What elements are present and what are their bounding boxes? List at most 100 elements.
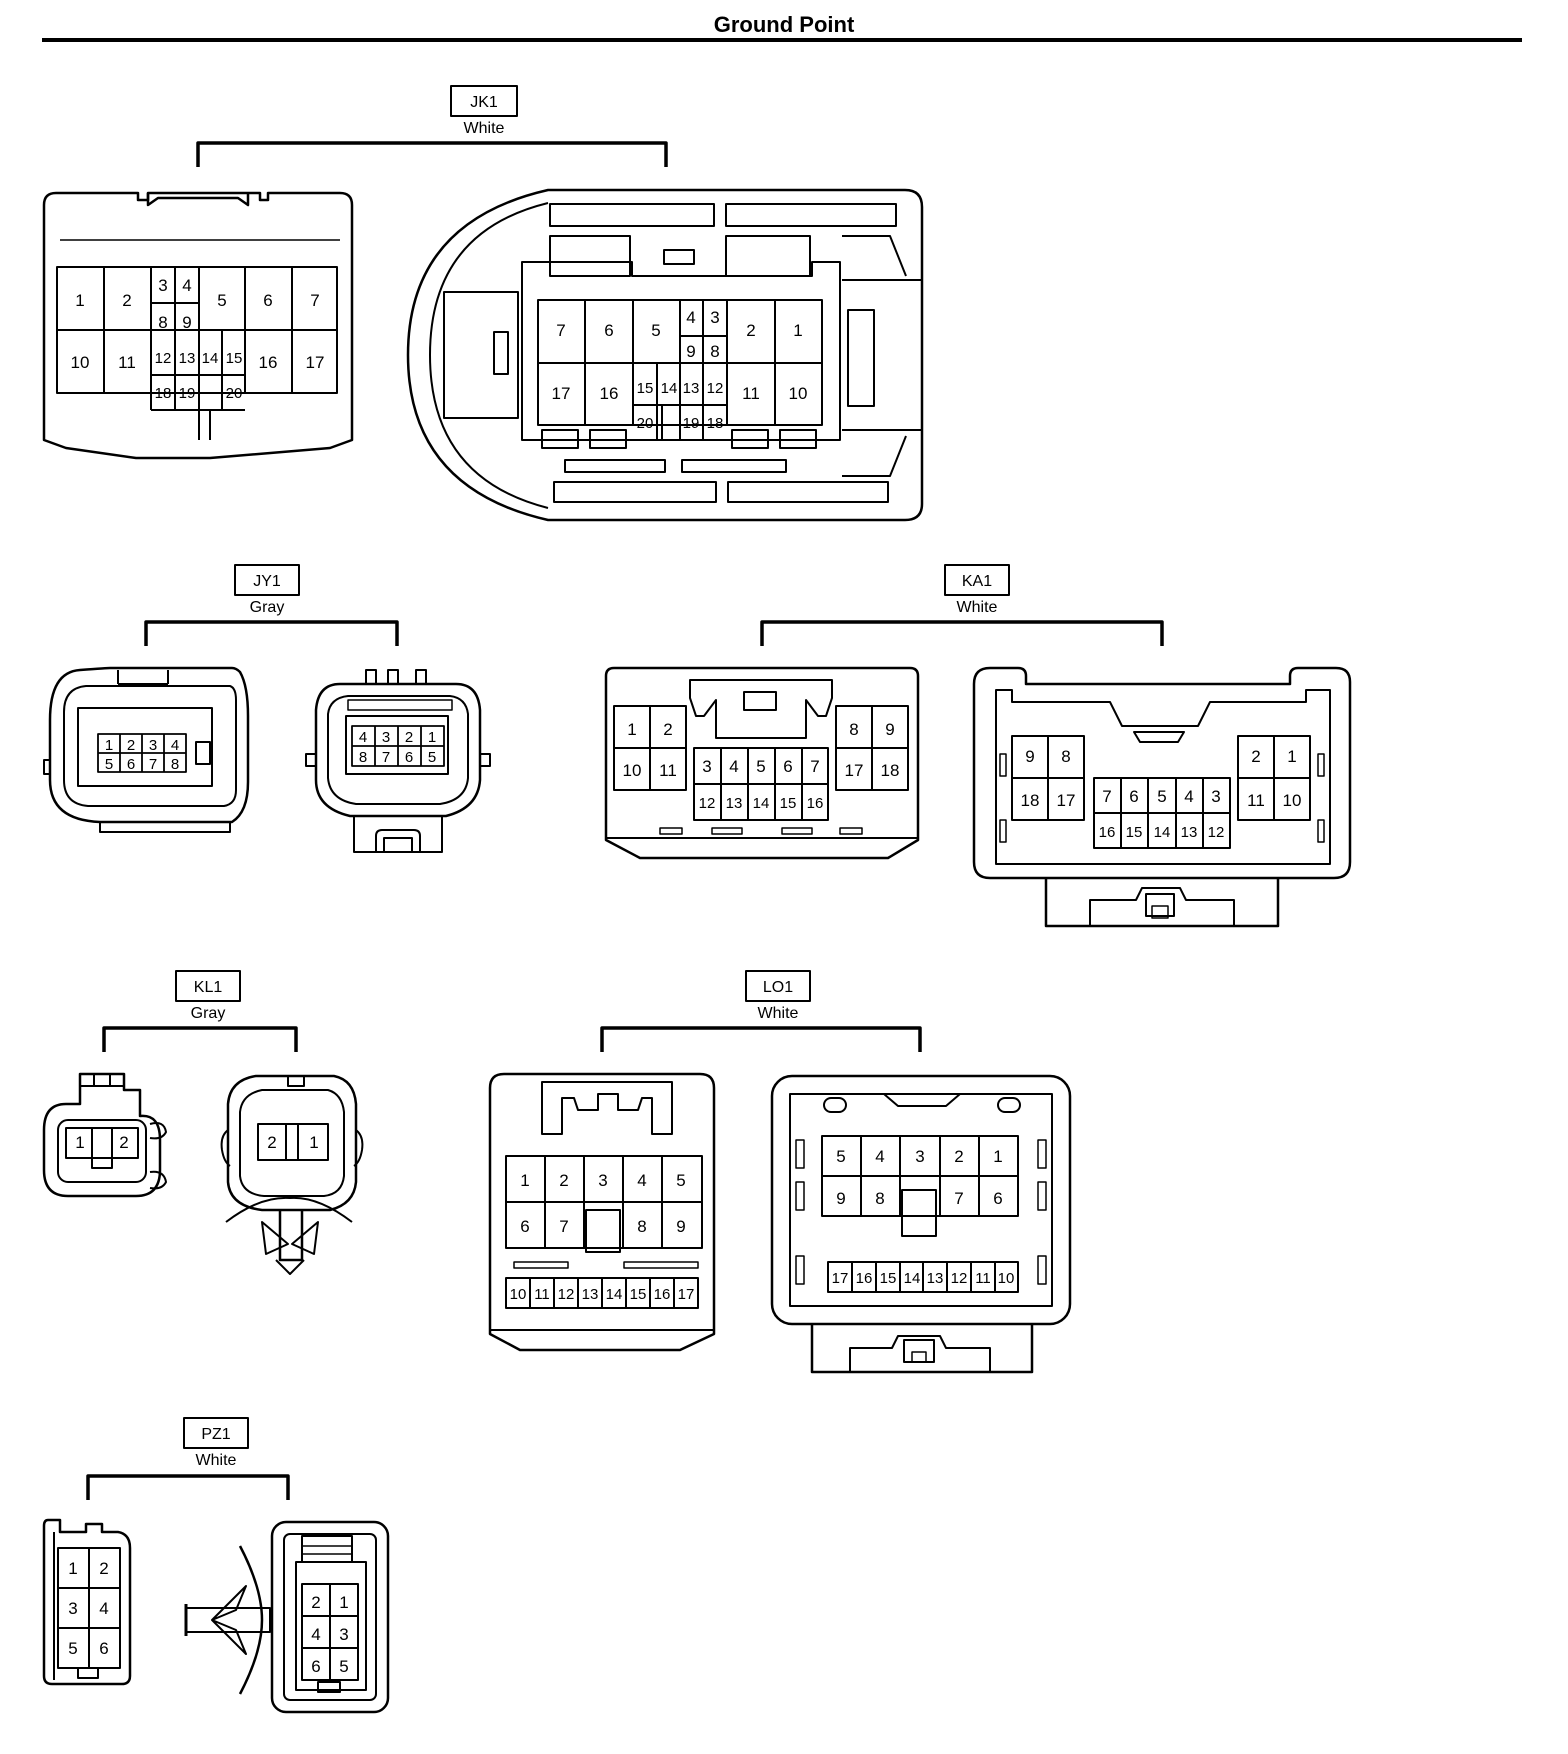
connector-id: JY1 [253,573,281,590]
pin-label: 18 [707,415,724,432]
pin-label: 11 [742,384,760,403]
pin-label: 2 [1251,747,1260,766]
pin-label: 1 [68,1559,77,1578]
pin-label: 3 [382,729,390,746]
pin-label: 4 [99,1599,108,1618]
pin-label: 5 [1157,787,1166,806]
connector-id: KA1 [962,573,992,590]
pin-label: 20 [637,415,654,432]
pin-label: 6 [520,1217,529,1236]
pin-label: 14 [753,795,770,812]
page-title: Ground Point [713,12,855,37]
pin-label: 13 [582,1286,599,1303]
bracket [196,141,668,167]
pin-label: 7 [954,1189,963,1208]
pin-label: 12 [707,380,724,397]
pin-label: 15 [1126,824,1143,841]
connector-JK1: JK1 White 1 2 3 [42,85,924,522]
pin-label: 7 [810,757,819,776]
pin-label: 18 [1021,791,1040,810]
pin-label: 16 [600,384,619,403]
bracket [600,1026,922,1052]
pin-label: 12 [558,1286,575,1303]
pin-label: 16 [654,1286,671,1303]
pin-label: 6 [604,321,613,340]
pin-label: 6 [263,291,272,310]
pin-label: 3 [339,1625,348,1644]
pin-label: 13 [1181,824,1198,841]
pin-label: 5 [105,756,113,773]
pin-label: 1 [793,321,802,340]
pin-label: 16 [259,353,278,372]
pin-label: 17 [306,353,325,372]
pin-label: 1 [75,1133,84,1152]
pin-label: 19 [179,385,196,402]
jk1-left-view: 1 2 3 4 5 6 7 8 9 10 11 12 13 14 15 16 1… [42,191,354,460]
pin-label: 2 [954,1147,963,1166]
pin-label: 16 [807,795,824,812]
pin-label: 4 [875,1147,884,1166]
pin-label: 8 [359,749,367,766]
pin-label: 14 [202,350,219,367]
pin-label: 15 [880,1270,897,1287]
pin-label: 14 [661,380,678,397]
connector-id-box [450,85,518,117]
pin-label: 3 [149,737,157,754]
jy1-right-view: 4 3 2 1 8 7 6 5 [305,669,491,853]
pin-label: 3 [1211,787,1220,806]
pin-label: 2 [311,1593,320,1612]
connector-id-box [175,970,241,1002]
connector-color: Gray [250,599,285,616]
pin-label: 13 [726,795,743,812]
pin-label: 1 [309,1133,318,1152]
connector-color: White [464,120,505,137]
pin-label: 4 [311,1625,320,1644]
pin-label: 11 [534,1286,550,1303]
pin-label: 4 [182,276,191,295]
pin-label: 1 [75,291,84,310]
pin-label: 15 [226,350,243,367]
pin-label: 10 [510,1286,527,1303]
bracket [102,1026,298,1052]
pin-label: 11 [1247,791,1265,810]
pin-label: 6 [311,1657,320,1676]
pin-label: 14 [1154,824,1171,841]
pin-label: 8 [637,1217,646,1236]
kl1-left-view: 1 2 [42,1072,167,1198]
pin-label: 9 [885,720,894,739]
pin-label: 3 [702,757,711,776]
pin-label: 1 [1287,747,1296,766]
pin-label: 17 [1057,791,1076,810]
pin-label: 13 [683,380,700,397]
connector-color: Gray [191,1005,226,1022]
pin-label: 19 [683,415,700,432]
pin-label: 17 [552,384,571,403]
bracket [144,620,399,646]
connector-color: White [957,599,998,616]
pin-label: 4 [729,757,738,776]
pin-label: 1 [520,1171,529,1190]
pin-label: 15 [630,1286,647,1303]
pin-label: 10 [789,384,808,403]
bracket [86,1474,290,1500]
pin-label: 16 [856,1270,873,1287]
pin-label: 7 [556,321,565,340]
pin-label: 12 [699,795,716,812]
pin-label: 7 [382,749,390,766]
connector-LO1: LO1 White 1 2 [488,970,1072,1374]
pin-label: 2 [663,720,672,739]
pin-label: 4 [686,308,695,327]
pin-label: 20 [226,385,243,402]
pin-label: 2 [746,321,755,340]
pin-label: 18 [155,385,172,402]
pin-label: 8 [171,756,179,773]
connector-id-box [234,564,300,596]
pin-label: 12 [155,350,172,367]
pin-label: 7 [1102,787,1111,806]
pin-label: 6 [783,757,792,776]
pin-label: 12 [1208,824,1225,841]
ka1-left-view: 1 2 8 9 10 11 17 18 3 4 5 6 7 12 13 14 1… [604,666,920,860]
pin-label: 9 [1025,747,1034,766]
pin-label: 2 [119,1133,128,1152]
